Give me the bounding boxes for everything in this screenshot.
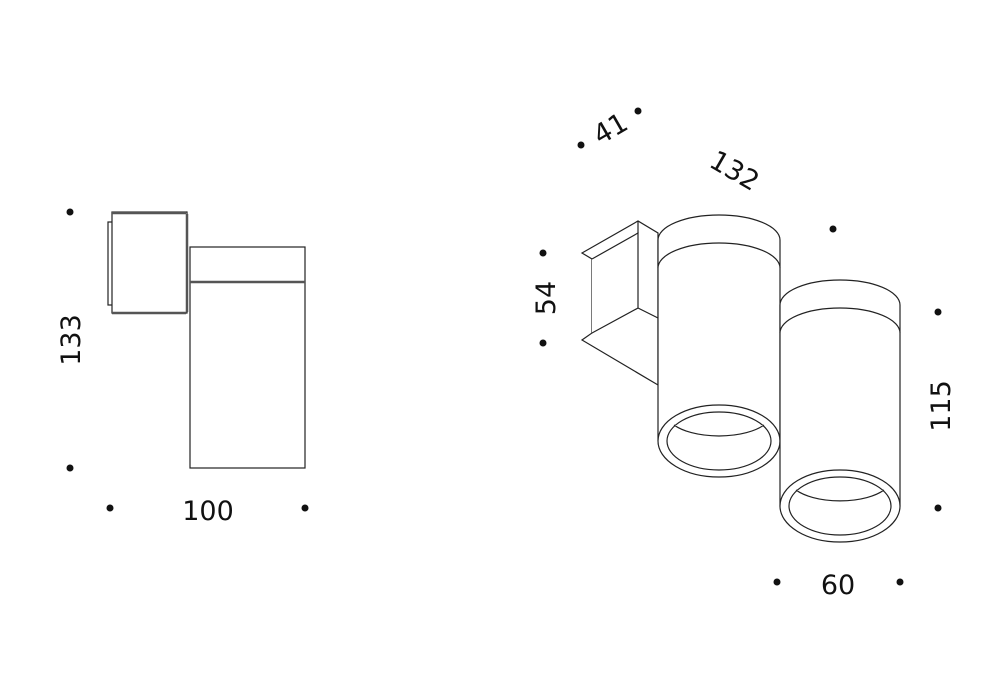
side-view	[107, 211, 306, 469]
iso-depth-label: 41	[588, 107, 633, 151]
iso-length-label: 132	[704, 145, 764, 198]
iso-height-label: 115	[926, 380, 957, 432]
mounting-box	[111, 211, 188, 314]
dim-dot	[934, 308, 942, 316]
dim-dot	[66, 464, 74, 472]
dim-dot	[934, 504, 942, 512]
side-height-label: 133	[56, 314, 87, 366]
luminaire-body	[189, 246, 306, 469]
bracket	[580, 220, 659, 387]
dim-dot	[66, 208, 74, 216]
side-width-label: 100	[182, 496, 234, 527]
dim-dot	[301, 504, 309, 512]
iso-diameter-label: 60	[821, 570, 855, 601]
dim-dot	[577, 141, 585, 149]
dim-dot	[829, 225, 837, 233]
dim-dot	[106, 504, 114, 512]
dim-dot	[634, 107, 642, 115]
dim-dot	[539, 339, 547, 347]
dim-dot	[539, 249, 547, 257]
cylinder-front	[779, 279, 901, 543]
dim-dot	[773, 578, 781, 586]
dim-dot	[896, 578, 904, 586]
cylinder-rear	[657, 214, 781, 478]
iso-view	[580, 214, 901, 543]
iso-bracket-height-label: 54	[531, 281, 562, 315]
